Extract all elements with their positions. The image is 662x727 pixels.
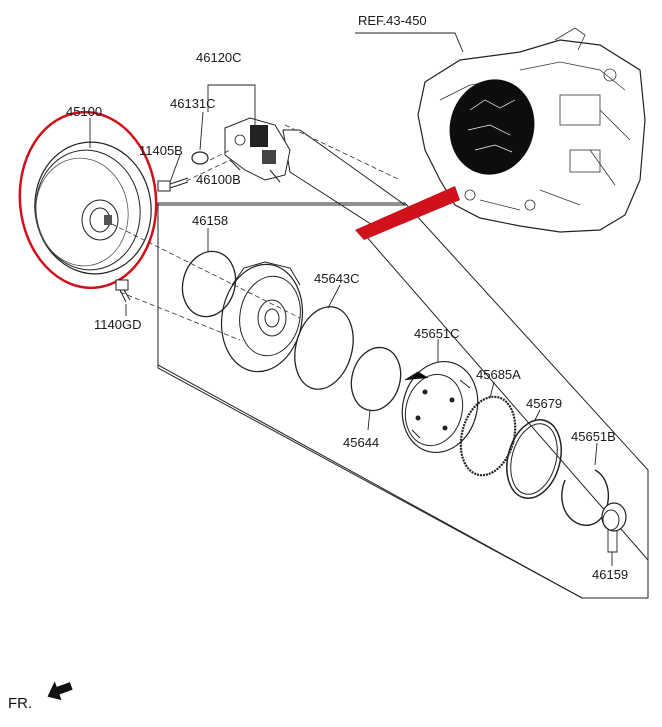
bolt-1140gd[interactable] (115, 279, 131, 303)
oil-pump[interactable] (213, 258, 311, 378)
label-45100[interactable]: 45100 (66, 104, 103, 119)
label-11405b[interactable]: 11405B (139, 143, 183, 158)
label-ref-43-450[interactable]: REF.43-450 (358, 13, 427, 28)
label-45651b[interactable]: 45651B (571, 429, 616, 444)
ring-45679[interactable] (499, 414, 570, 505)
label-46100b[interactable]: 46100B (196, 172, 241, 187)
case-opening-detail (467, 99, 516, 153)
highlight-pointer (355, 186, 460, 240)
assembly-outline-box (157, 202, 649, 599)
torque-converter[interactable] (26, 135, 159, 282)
leader-lines (89, 32, 618, 566)
label-45679[interactable]: 45679 (526, 396, 563, 411)
label-46158[interactable]: 46158 (192, 213, 229, 228)
ring-45685a[interactable] (453, 391, 524, 482)
label-45685a[interactable]: 45685A (476, 367, 521, 382)
bolt-11405b[interactable] (157, 177, 189, 192)
label-46159[interactable]: 46159 (592, 567, 629, 582)
o-ring-46131c[interactable] (191, 151, 209, 165)
solenoid-valve-body[interactable] (224, 117, 291, 183)
label-46131c[interactable]: 46131C (170, 96, 216, 111)
clutch-drum-45651c[interactable] (392, 353, 487, 461)
ring-45679-inner (510, 423, 558, 495)
seal-ring-46158[interactable] (175, 245, 242, 322)
front-direction-label: FR. (8, 695, 33, 712)
bushing-46159[interactable] (601, 502, 627, 532)
ring-45644[interactable] (345, 342, 408, 416)
highlight-oval (18, 110, 158, 290)
arrow-left-icon (47, 681, 73, 701)
ring-45643c[interactable] (286, 300, 362, 396)
label-46120c[interactable]: 46120C (196, 50, 242, 65)
label-45644[interactable]: 45644 (343, 435, 380, 450)
alignment-lines (111, 124, 401, 341)
case-opening-shading (449, 79, 535, 175)
label-1140gd[interactable]: 1140GD (94, 317, 142, 332)
label-45643c[interactable]: 45643C (314, 271, 360, 286)
snap-ring-45651b[interactable] (561, 469, 609, 526)
label-45651c[interactable]: 45651C (414, 326, 460, 341)
